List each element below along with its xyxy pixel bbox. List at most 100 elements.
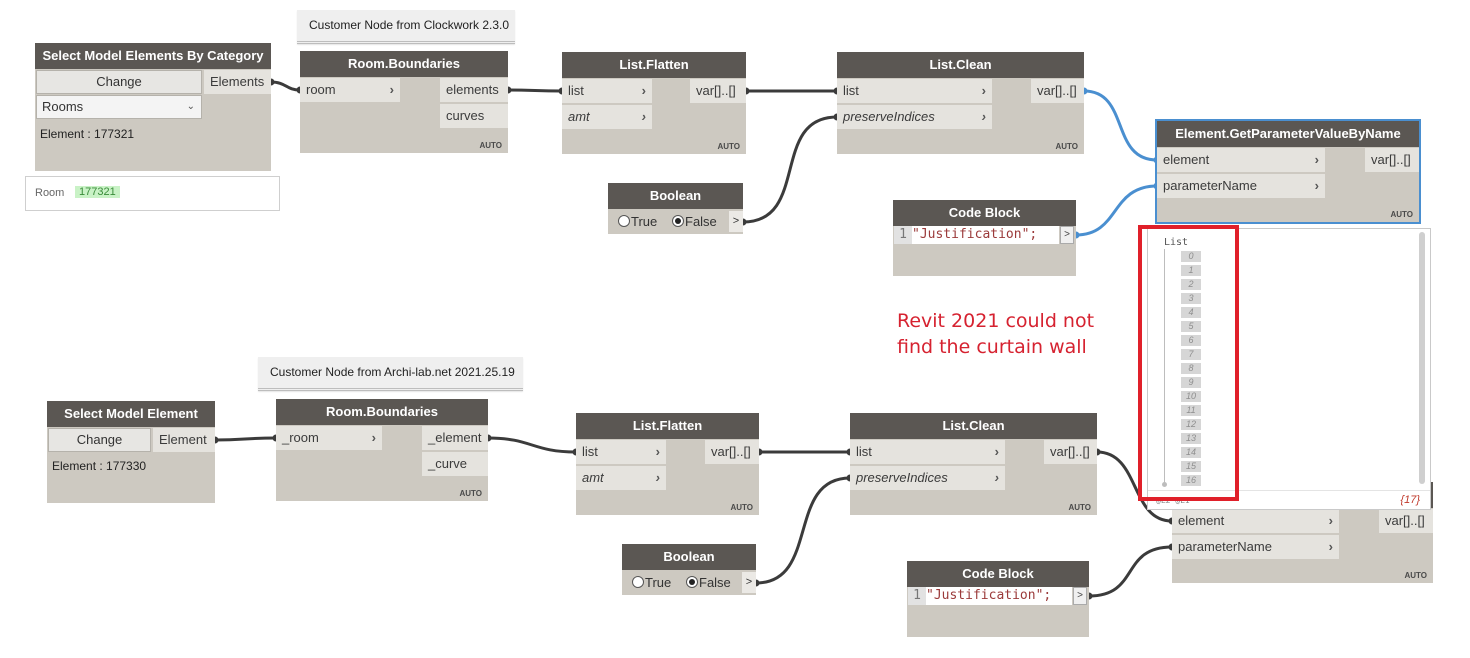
get-parameter-value-node[interactable]: Element.GetParameterValueByName element›… xyxy=(1155,119,1421,224)
port-label: parameterName xyxy=(1163,178,1257,193)
output-port-element[interactable]: _element xyxy=(422,426,488,450)
input-port-list[interactable]: list › xyxy=(576,440,666,464)
input-port-amt[interactable]: amt › xyxy=(576,466,666,490)
output-port-curves[interactable]: curves xyxy=(440,104,508,128)
radio-true[interactable]: True xyxy=(632,575,671,590)
lacing-label: AUTO xyxy=(1055,142,1078,151)
wire-code-to-getparam-top xyxy=(1075,184,1158,237)
radio-label: False xyxy=(699,575,731,590)
radio-icon xyxy=(672,215,684,227)
port-label: list xyxy=(843,83,859,98)
list-index-item: 12 xyxy=(1181,419,1201,430)
list-index-item: 15 xyxy=(1181,461,1201,472)
port-label: element xyxy=(1163,152,1210,167)
select-by-category-node[interactable]: Select Model Elements By Category Change… xyxy=(35,43,271,171)
code-block-node[interactable]: Code Block 1"Justification"; > xyxy=(907,561,1089,637)
change-button[interactable]: Change xyxy=(36,70,202,94)
output-port-var[interactable]: var[]..[] xyxy=(705,440,759,464)
list-index-item: 9 xyxy=(1181,377,1201,388)
output-port-var[interactable]: var[]..[] xyxy=(1365,148,1419,172)
select-model-element-node[interactable]: Select Model Element Change Element Elem… xyxy=(47,401,215,503)
input-port-element[interactable]: element› xyxy=(1157,148,1325,172)
radio-false[interactable]: False xyxy=(686,575,731,590)
group-label-archilab[interactable]: Customer Node from Archi-lab.net 2021.25… xyxy=(258,357,523,391)
list-index-item: 5 xyxy=(1181,321,1201,332)
node-title: Room.Boundaries xyxy=(276,399,488,425)
output-port-elements[interactable]: Elements xyxy=(204,70,271,94)
room-boundaries-node[interactable]: Room.Boundaries _room› _element _curve A… xyxy=(276,399,488,501)
radio-true[interactable]: True xyxy=(618,214,657,229)
input-port-parameter-name[interactable]: parameterName › xyxy=(1157,174,1325,198)
wire-select-to-boundaries-bottom xyxy=(214,436,277,442)
input-port-preserve-indices[interactable]: preserveIndices› xyxy=(837,105,992,129)
node-title: List.Clean xyxy=(837,52,1084,78)
line-number: 1 xyxy=(894,226,912,244)
chevron-right-icon: › xyxy=(1314,178,1319,193)
radio-icon xyxy=(632,576,644,588)
input-port-list[interactable]: list › xyxy=(837,79,992,103)
output-port[interactable]: > xyxy=(729,211,743,232)
input-port-preserve-indices[interactable]: preserveIndices› xyxy=(850,466,1005,490)
list-index-item: 1 xyxy=(1181,265,1201,276)
boolean-node[interactable]: Boolean True False > xyxy=(608,183,743,234)
list-flatten-node[interactable]: List.Flatten list› amt› var[]..[] AUTO xyxy=(562,52,746,154)
chevron-right-icon: › xyxy=(655,470,660,485)
list-flatten-node[interactable]: List.Flatten list› amt› var[]..[] AUTO xyxy=(576,413,759,515)
node-title: Element.GetParameterValueByName xyxy=(1157,121,1419,147)
code-block-node[interactable]: Code Block 1"Justification"; > xyxy=(893,200,1076,276)
output-port[interactable]: > xyxy=(1060,226,1074,244)
element-id-text: Element : 177321 xyxy=(40,127,135,141)
output-port-element[interactable]: Element xyxy=(153,428,215,452)
input-port-list[interactable]: list› xyxy=(850,440,1005,464)
output-port[interactable]: > xyxy=(1073,587,1087,605)
input-port-room[interactable]: _room› xyxy=(276,426,382,450)
input-port-list[interactable]: list› xyxy=(562,79,652,103)
code-editor[interactable]: 1"Justification"; xyxy=(908,587,1072,605)
list-clean-node[interactable]: List.Clean list › preserveIndices› var[].… xyxy=(837,52,1084,154)
scrollbar[interactable] xyxy=(1419,232,1425,484)
output-port-var[interactable]: var[]..[] xyxy=(1379,509,1433,533)
port-label: list xyxy=(582,444,598,459)
chevron-right-icon: › xyxy=(655,444,660,459)
node-title: Boolean xyxy=(622,544,756,570)
port-label: amt xyxy=(582,470,604,485)
output-port-curve[interactable]: _curve xyxy=(422,452,488,476)
node-title: List.Flatten xyxy=(576,413,759,439)
group-label-clockwork[interactable]: Customer Node from Clockwork 2.3.0 xyxy=(297,10,515,44)
list-clean-node[interactable]: List.Clean list› preserveIndices› var[].… xyxy=(850,413,1097,515)
change-button[interactable]: Change xyxy=(48,428,151,452)
list-index-item: 7 xyxy=(1181,349,1201,360)
chevron-right-icon: › xyxy=(371,430,376,445)
lacing-label: AUTO xyxy=(717,142,740,151)
input-port-element[interactable]: element› xyxy=(1172,509,1339,533)
chevron-right-icon: › xyxy=(1328,513,1333,528)
radio-label: False xyxy=(685,214,717,229)
port-label: preserveIndices xyxy=(856,470,948,485)
list-header: List xyxy=(1164,237,1189,248)
node-title: Code Block xyxy=(893,200,1076,226)
input-port-room[interactable]: room› xyxy=(300,78,400,102)
list-index-item: 6 xyxy=(1181,335,1201,346)
output-port-var[interactable]: var[]..[] xyxy=(1031,79,1084,103)
wire-boundaries-to-flatten-top xyxy=(507,88,563,93)
chevron-right-icon: › xyxy=(994,444,999,459)
output-port-elements[interactable]: elements xyxy=(440,78,508,102)
radio-false[interactable]: False xyxy=(672,214,717,229)
lacing-label: AUTO xyxy=(1068,503,1091,512)
boolean-node[interactable]: Boolean True False > xyxy=(622,544,756,595)
input-port-amt[interactable]: amt› xyxy=(562,105,652,129)
category-dropdown[interactable]: Rooms ⌄ xyxy=(36,95,202,119)
input-port-parameter-name[interactable]: parameterName› xyxy=(1172,535,1339,559)
port-label: preserveIndices xyxy=(843,109,935,124)
line-number: 1 xyxy=(908,587,926,605)
chevron-right-icon: › xyxy=(981,83,986,98)
code-editor[interactable]: 1"Justification"; xyxy=(894,226,1059,244)
output-port-var[interactable]: var[]..[] xyxy=(690,79,746,103)
output-port[interactable]: > xyxy=(742,572,756,593)
chevron-down-icon: ⌄ xyxy=(186,101,195,112)
preview-label: Room xyxy=(35,187,65,199)
output-port-var[interactable]: var[]..[] xyxy=(1044,440,1097,464)
room-boundaries-node[interactable]: Room.Boundaries room› elements curves AU… xyxy=(300,51,508,153)
list-index-item: 16 xyxy=(1181,475,1201,486)
